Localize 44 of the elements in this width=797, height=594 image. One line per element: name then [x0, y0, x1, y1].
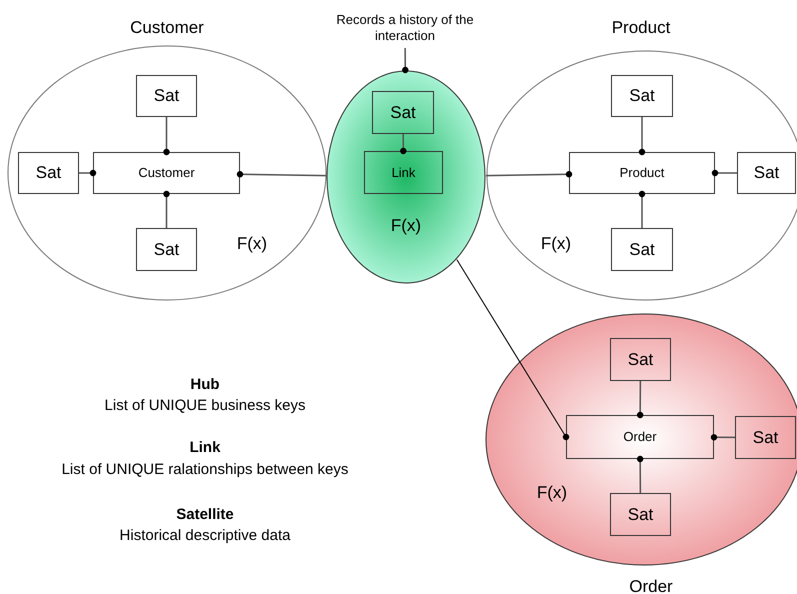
satellite-box: Sat: [611, 75, 673, 117]
connector: [710, 434, 735, 440]
connector: [638, 117, 646, 156]
ellipse-title: Customer: [129, 18, 205, 38]
function-label: F(x): [540, 234, 572, 254]
satellite-box: Sat: [610, 338, 671, 381]
legend-description: List of UNIQUE ralationships between keys: [60, 460, 350, 480]
legend-heading: Satellite: [175, 505, 235, 525]
hub-box: Customer: [93, 152, 240, 194]
satellite-box: Sat: [611, 228, 673, 271]
connector: [163, 190, 170, 228]
entity-ellipse: [485, 313, 797, 594]
hub-box: Order: [566, 415, 714, 459]
satellite-box: Sat: [136, 75, 197, 117]
legend-description: Historical descriptive data: [118, 526, 292, 546]
satellite-box: Sat: [136, 228, 197, 271]
ellipse-title: Order: [628, 577, 674, 594]
legend-heading: Hub: [189, 375, 221, 395]
link-box: Link: [364, 151, 443, 194]
entity-ellipse: [326, 70, 486, 284]
connector: [712, 170, 737, 176]
connector: [636, 381, 644, 418]
connector: [79, 170, 96, 176]
legend-heading: Link: [188, 438, 222, 458]
satellite-box: Sat: [372, 91, 434, 134]
function-label: F(x): [536, 483, 568, 503]
connector: [638, 190, 646, 228]
satellite-box: Sat: [18, 152, 79, 194]
connector: [456, 259, 570, 440]
connector: [400, 134, 407, 154]
connector: [636, 456, 644, 493]
connector: [236, 171, 326, 178]
satellite-box: Sat: [737, 152, 796, 194]
legend-description: List of UNIQUE business keys: [104, 396, 306, 416]
ellipse-title: Product: [610, 18, 672, 38]
function-label: F(x): [236, 234, 268, 254]
satellite-box: Sat: [735, 416, 796, 459]
function-label: F(x): [390, 216, 422, 236]
connector: [163, 117, 170, 156]
satellite-box: Sat: [610, 493, 671, 536]
leader-line: [402, 48, 408, 74]
annotation-text: Records a history of the interaction: [330, 12, 480, 48]
hub-box: Product: [569, 152, 715, 194]
connector: [486, 171, 572, 178]
